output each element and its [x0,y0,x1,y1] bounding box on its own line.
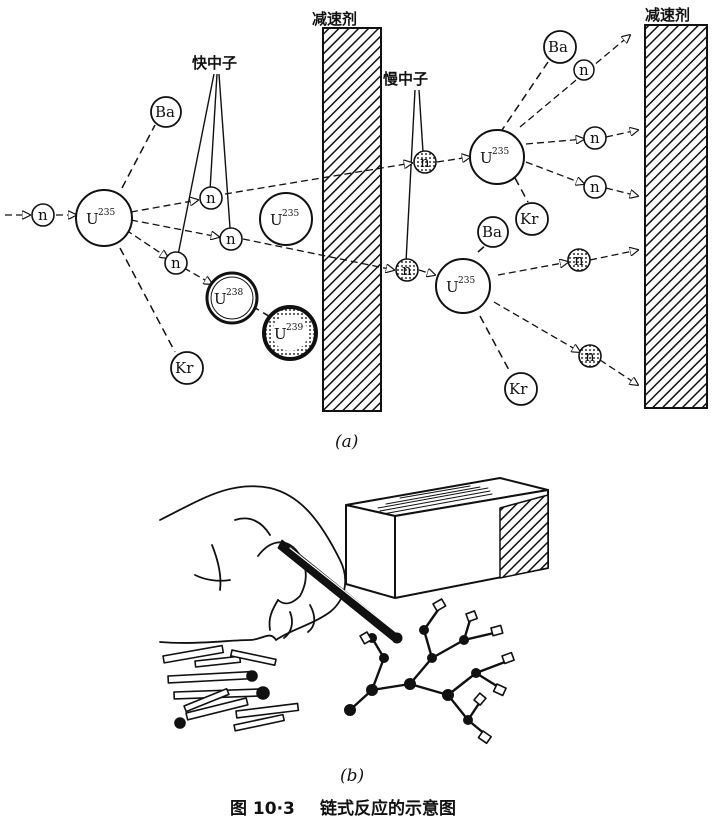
neutron-out-3: n [583,175,607,199]
svg-text:n: n [574,251,584,269]
u235-nucleus-2: U 235 [259,192,313,246]
moderator-label-2: 减速剂 [645,6,690,24]
u235-nucleus-4: U 235 [435,258,491,314]
fast-neutron-3: n [164,251,188,275]
tweezers [277,539,403,644]
fast-neutrons-label: 快中子 [192,54,237,72]
fast-neutron-2: n [219,227,243,251]
svg-text:Ba: Ba [482,223,502,241]
svg-text:n: n [206,189,216,207]
svg-text:n: n [585,347,595,365]
barium-fragment-3: Ba [477,216,509,248]
krypton-fragment-3: Kr [504,372,538,406]
panel-b: (b) [159,477,549,786]
svg-text:n: n [420,153,430,171]
u239-nucleus: U 239 [262,305,318,361]
svg-text:235: 235 [458,276,475,286]
fast-neutron-1: n [199,186,223,210]
krypton-fragment-2: Kr [515,202,549,236]
svg-text:n: n [402,261,412,279]
svg-text:n: n [171,254,181,272]
krypton-fragment-1: Kr [170,351,204,385]
svg-text:239: 239 [286,323,303,333]
neutron-out-2: n [583,126,607,150]
svg-text:235: 235 [98,208,115,218]
match-tips [359,598,515,745]
svg-text:U: U [446,278,459,296]
panel-a: 减速剂 减速剂 快中子 慢中子 [5,6,708,452]
moderator-slab-1 [322,27,382,412]
panel-b-caption: (b) [340,766,364,786]
svg-text:Kr: Kr [520,210,539,228]
figure-title: 链式反应的示意图 [320,798,456,819]
u238-nucleus: U 238 [205,271,259,325]
svg-text:Kr: Kr [175,359,194,377]
neutron-out-1: n [573,59,595,81]
svg-text:238: 238 [226,288,243,298]
slow-neutron-1: n [413,150,437,174]
svg-text:U: U [86,210,99,228]
slow-neutron-2: n [395,258,419,282]
svg-text:Ba: Ba [155,103,175,121]
svg-text:235: 235 [492,147,509,157]
svg-text:U: U [480,149,493,167]
moderator-label-1: 减速剂 [312,10,357,28]
figure-number: 图 10·3 [230,799,295,819]
svg-text:U: U [214,290,227,308]
u235-nucleus-3: U 235 [469,129,525,185]
barium-fragment-2: Ba [543,30,577,64]
svg-text:Ba: Ba [548,38,568,56]
u235-nucleus-1: U 235 [75,189,133,247]
moderator-slab-2 [644,24,708,409]
figure-caption: 图 10·3 链式反应的示意图 [230,798,456,819]
neutron-out-4: n [567,248,591,272]
matchbox [345,477,549,599]
svg-text:Kr: Kr [509,380,528,398]
svg-text:n: n [38,206,48,224]
svg-text:n: n [579,61,589,79]
matches-in-box [377,485,493,515]
neutron-paths [5,35,638,385]
svg-text:235: 235 [282,209,299,219]
panel-a-caption: (a) [335,432,358,452]
svg-text:U: U [274,325,287,343]
loose-matches [162,644,300,732]
svg-text:n: n [590,178,600,196]
svg-text:U: U [270,211,283,229]
neutron-out-5: n [578,344,602,368]
svg-text:n: n [590,129,600,147]
slow-neutrons-label: 慢中子 [383,70,428,88]
neutron-incoming: n [31,203,55,227]
svg-text:n: n [226,230,236,248]
barium-fragment-1: Ba [150,96,182,128]
hand [159,485,347,644]
label-pointers [177,73,424,263]
